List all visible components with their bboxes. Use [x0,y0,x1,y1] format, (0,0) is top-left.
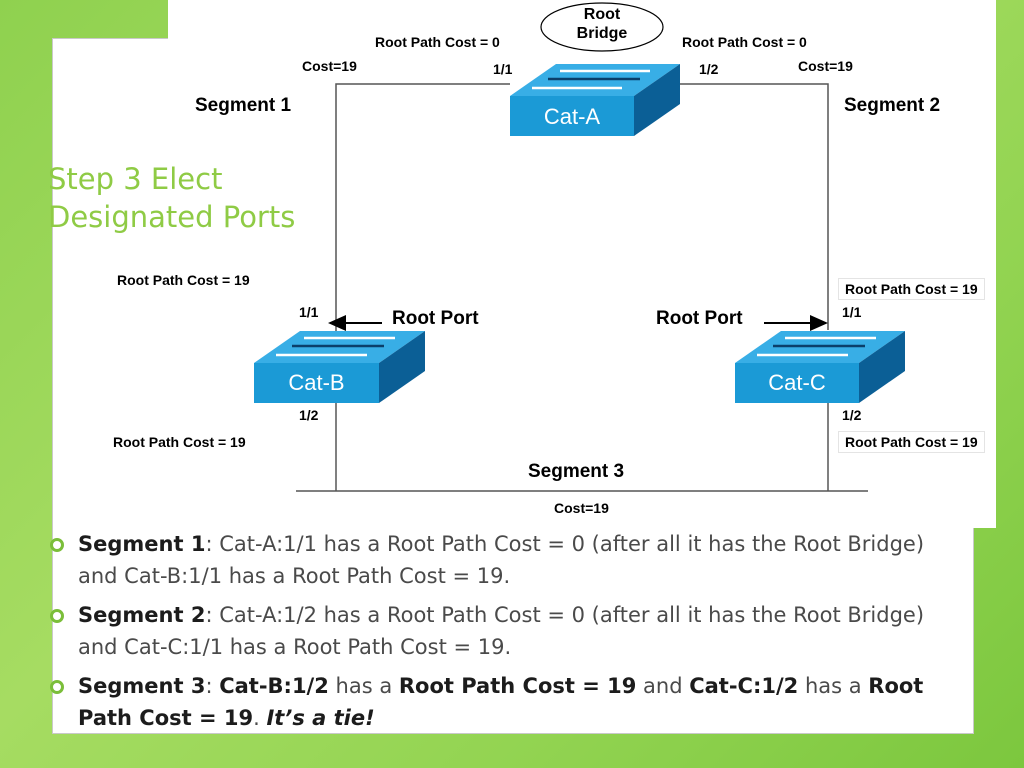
cat-c-top-root-path-cost: Root Path Cost = 19 [838,278,985,300]
segment-1-cost: Cost=19 [302,58,357,74]
bullet-3-text-part: . [253,706,267,730]
cat-b-port-1-2: 1/2 [299,407,319,423]
bullet-marker-icon [50,538,64,552]
cat-a-left-root-path-cost: Root Path Cost = 0 [375,34,500,50]
cat-a-label: Cat-A [543,104,601,129]
bullet-3-head: Segment 3 [78,674,206,698]
cat-c-port-1-1: 1/1 [842,304,862,320]
cat-b-label: Cat-B [288,370,345,395]
cat-a-right-root-path-cost: Root Path Cost = 0 [682,34,807,50]
cat-c-label: Cat-C [768,370,826,395]
switch-cat-b-icon [254,331,425,403]
bullet-marker-icon [50,609,64,623]
bullet-segment-3: Segment 3: Cat-B:1/2 has a Root Path Cos… [50,670,970,734]
bullet-2-text: : Cat-A:1/2 has a Root Path Cost = 0 (af… [78,603,925,659]
root-bridge-ellipse [540,2,664,52]
slide-title-line1: Step 3 Elect [48,162,223,196]
segment-2-label: Segment 2 [844,95,941,116]
slide-title: Step 3 Elect Designated Ports [48,160,348,236]
bullet-3-tie-text: It’s a tie! [266,706,375,730]
bullet-3-cost-2: Root Path Cost = 19 [78,674,924,730]
bullet-1-text: : Cat-A:1/1 has a Root Path Cost = 0 (af… [78,532,925,588]
segment-1-line [335,83,510,340]
cat-c-bottom-root-path-cost: Root Path Cost = 19 [838,431,985,453]
bullet-segment-2: Segment 2: Cat-A:1/2 has a Root Path Cos… [50,599,970,663]
segment-2-cost: Cost=19 [798,58,853,74]
cat-b-bottom-root-path-cost: Root Path Cost = 19 [113,434,246,450]
bullet-2-head: Segment 2 [78,603,206,627]
bullet-1-head: Segment 1 [78,532,206,556]
cat-c-root-port-label: Root Port [656,308,743,329]
cat-c-port-1-2: 1/2 [842,407,862,423]
bullet-3-cat-c-port: Cat-C:1/2 [689,674,799,698]
cat-b-top-root-path-cost: Root Path Cost = 19 [117,272,250,288]
segment-3-cost: Cost=19 [554,500,609,516]
bullet-marker-icon [50,680,64,694]
segment-3-label: Segment 3 [528,461,625,482]
segment-2-line [680,83,829,330]
bullet-segment-1: Segment 1: Cat-A:1/1 has a Root Path Cos… [50,528,970,592]
cat-a-port-1-1: 1/1 [493,61,513,77]
cat-b-root-port-label: Root Port [392,308,479,329]
bullet-list: Segment 1: Cat-A:1/1 has a Root Path Cos… [50,528,970,741]
root-bridge-line1: Root [583,6,621,23]
segment-1-label: Segment 1 [195,95,292,116]
switch-cat-c-icon [735,331,905,403]
switch-cat-a-icon [510,64,680,136]
bullet-3-cost-1: Root Path Cost = 19 [398,674,637,698]
bullet-3-text-part: and [636,674,690,698]
slide-title-line2: Designated Ports [48,200,296,234]
bullet-3-text-part: : [205,674,220,698]
root-bridge-line2: Bridge [576,25,628,42]
cat-a-port-1-2: 1/2 [699,61,719,77]
root-bridge-label: Root Bridge [570,5,634,43]
bullet-3-cat-b-port: Cat-B:1/2 [219,674,329,698]
cat-b-port-1-1: 1/1 [299,304,319,320]
bullet-3-text-part: has a [798,674,869,698]
bullet-3-text-part: has a [328,674,399,698]
